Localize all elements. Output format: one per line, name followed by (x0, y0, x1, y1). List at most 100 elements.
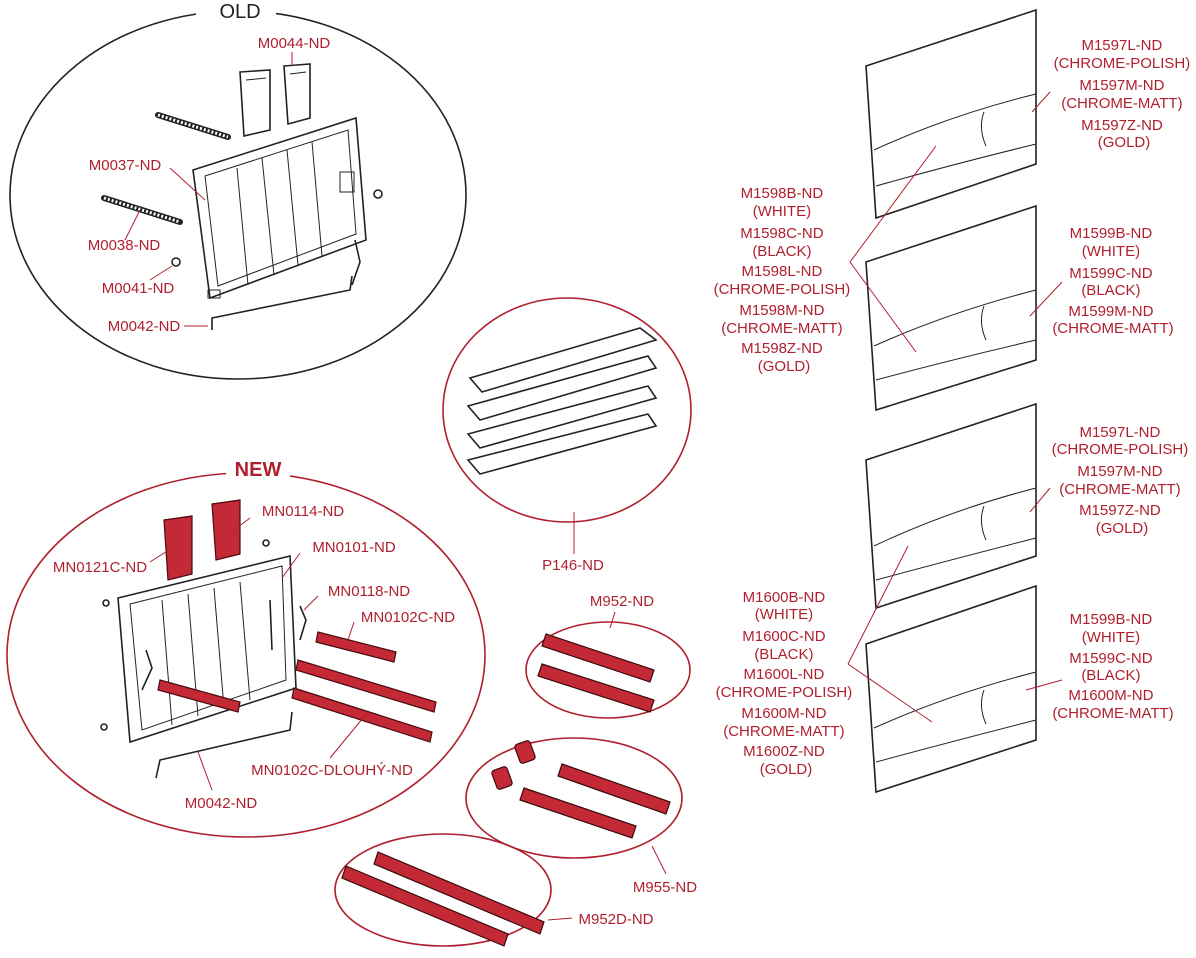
m955-cap-1 (514, 740, 536, 764)
new-bracket-right (211, 499, 241, 561)
new-group: NEW MN0114-ND MN0121C-ND (6, 456, 486, 838)
g4r-5: (CHROME-MATT) (1052, 705, 1173, 722)
label-m0042-old: M0042-ND (108, 318, 181, 335)
bracket-right (283, 63, 311, 126)
old-brackets (239, 63, 311, 137)
g4r-1: (WHITE) (1082, 629, 1140, 646)
m952-rod-1 (541, 633, 655, 683)
g4l-0: M1600B-ND (743, 589, 826, 606)
g4r-4: M1600M-ND (1068, 687, 1153, 704)
g2l-8: M1598Z-ND (741, 340, 823, 357)
m955-circle (465, 737, 683, 859)
label-p146: P146-ND (542, 557, 604, 574)
label-mn0102c-dlouhy: MN0102C-DLOUHÝ-ND (251, 762, 413, 779)
old-group: OLD M0044 (9, 0, 467, 380)
label-m952d: M952D-ND (578, 911, 653, 928)
template-2 (466, 355, 658, 421)
m952d-rod-1 (373, 851, 545, 935)
g2l-5: (CHROME-POLISH) (714, 281, 851, 298)
bracket-left (239, 69, 271, 137)
new-rod-mn0102c (315, 631, 397, 663)
label-m0044: M0044-ND (258, 35, 331, 52)
m952d-circle (334, 833, 552, 947)
old-screw-right (373, 189, 383, 199)
g3r-4: M1597Z-ND (1079, 502, 1161, 519)
g4r-0: M1599B-ND (1070, 611, 1153, 628)
m952-group: M952-ND (525, 593, 691, 719)
label-m0038: M0038-ND (88, 237, 161, 254)
m952d-rod-2 (341, 865, 509, 947)
g3r-2: M1597M-ND (1077, 463, 1162, 480)
g1r-3: (CHROME-MATT) (1061, 95, 1182, 112)
g4l-6: M1600M-ND (741, 705, 826, 722)
template-3 (466, 385, 658, 449)
g3r-3: (CHROME-MATT) (1059, 481, 1180, 498)
g1r-1: (CHROME-POLISH) (1054, 55, 1191, 72)
g2r-0: M1599B-ND (1070, 225, 1153, 242)
group4-right-labels: M1599B-ND (WHITE) M1599C-ND (BLACK) M160… (1052, 611, 1173, 722)
g1r-2: M1597M-ND (1079, 77, 1164, 94)
new-clip-mn0118 (299, 605, 307, 641)
g1r-4: M1597Z-ND (1081, 117, 1163, 134)
new-rod-long-2 (291, 687, 433, 743)
g4l-5: (CHROME-POLISH) (716, 684, 853, 701)
old-rod-bottom (101, 195, 183, 225)
g4l-9: (GOLD) (760, 761, 813, 778)
label-m0037: M0037-ND (89, 157, 162, 174)
g2l-0: M1598B-ND (741, 185, 824, 202)
frame-clip (339, 171, 355, 193)
button-labels: M1597L-ND (CHROME-POLISH) M1597M-ND (CHR… (714, 37, 1195, 778)
flush-plate-3 (865, 402, 1037, 610)
label-mn0114: MN0114-ND (262, 503, 344, 520)
g4r-2: M1599C-ND (1069, 650, 1153, 667)
new-mounting-frame (117, 554, 297, 744)
g2l-4: M1598L-ND (741, 263, 822, 280)
group1-right-labels: M1597L-ND (CHROME-POLISH) M1597M-ND (CHR… (1054, 37, 1195, 151)
template-1 (468, 327, 658, 393)
label-mn0101: MN0101-ND (312, 539, 396, 556)
group2-left-labels: M1598B-ND (WHITE) M1598C-ND (BLACK) M159… (714, 185, 855, 375)
flush-plates (847, 8, 1063, 794)
label-m0041: M0041-ND (102, 280, 175, 297)
m955-rod-1 (557, 763, 671, 815)
g2l-6: M1598M-ND (739, 302, 824, 319)
old-heading-bg (196, 0, 276, 24)
m955-rod-2 (519, 787, 637, 839)
old-wire-bracket (211, 275, 353, 330)
g3r-5: (GOLD) (1096, 520, 1149, 537)
g4r-3: (BLACK) (1081, 667, 1140, 684)
label-m955: M955-ND (633, 879, 697, 896)
new-heading-bg (226, 456, 290, 482)
m952-rod-2 (537, 663, 655, 713)
flush-plate-2 (865, 204, 1037, 412)
g2r-4: M1599M-ND (1068, 303, 1153, 320)
label-m952: M952-ND (590, 593, 654, 610)
label-m0042-new: M0042-ND (185, 795, 258, 812)
group2-right-labels: M1599B-ND (WHITE) M1599C-ND (BLACK) M159… (1052, 225, 1173, 337)
m955-cap-2 (491, 766, 513, 790)
label-mn0102c: MN0102C-ND (361, 609, 455, 626)
g2l-7: (CHROME-MATT) (721, 320, 842, 337)
template-4 (466, 413, 658, 475)
old-heading: OLD (219, 1, 260, 23)
m955-group: M955-ND (465, 737, 697, 896)
g3r-1: (CHROME-POLISH) (1052, 441, 1189, 458)
group3-right-labels: M1597L-ND (CHROME-POLISH) M1597M-ND (CHR… (1052, 424, 1193, 537)
old-screw (171, 257, 181, 267)
m952d-group: M952D-ND (334, 833, 654, 947)
g4l-8: M1600Z-ND (743, 743, 825, 760)
g2l-1: (WHITE) (753, 203, 811, 220)
g2l-2: M1598C-ND (740, 225, 824, 242)
label-mn0121c: MN0121C-ND (53, 559, 147, 576)
m952-circle (525, 621, 691, 719)
g4l-2: M1600C-ND (742, 628, 826, 645)
new-bracket-left (163, 515, 193, 581)
flush-plate-4 (865, 584, 1037, 794)
g2r-3: (BLACK) (1081, 282, 1140, 299)
p146-group: P146-ND (442, 297, 692, 574)
old-mounting-frame (192, 116, 367, 300)
g2r-2: M1599C-ND (1069, 265, 1153, 282)
p146-circle (442, 297, 692, 523)
